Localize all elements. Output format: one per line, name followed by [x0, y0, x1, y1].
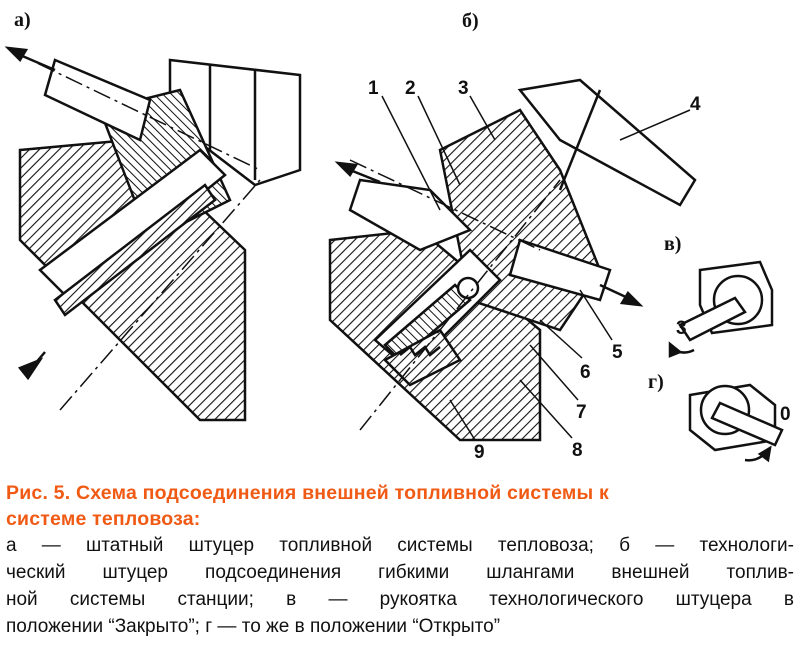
- part-number-4: 4: [690, 94, 701, 115]
- part-number-2: 2: [405, 78, 416, 99]
- part-number-9: 9: [474, 442, 485, 463]
- panel-label-a: а): [14, 9, 31, 31]
- panel-a-standard-fitting: [4, 46, 302, 422]
- caption-title-line-2: системе тепловоза:: [6, 508, 201, 530]
- part-number-6: 6: [580, 362, 591, 383]
- panel-v-handle-closed: [668, 260, 774, 358]
- caption-line: ческий штуцер подсоединения гибкими шлан…: [6, 562, 794, 583]
- fuel-connection-diagram: а) б) 1 2 3 4 5 6 7 8 9: [4, 9, 791, 463]
- panel-label-b: б): [462, 10, 479, 32]
- figure-caption: Рис. 5. Схема подсоединения внешней топл…: [6, 480, 794, 640]
- caption-line: а — штатный штуцер топливной системы теп…: [6, 535, 794, 556]
- handle-position-closed: 3: [676, 318, 687, 339]
- part-number-7: 7: [576, 402, 587, 423]
- panel-label-g: г): [648, 371, 664, 393]
- panel-label-v: в): [664, 233, 681, 255]
- handle-position-open: 0: [780, 404, 791, 425]
- caption-line: положении “Закрыто”; г — то же в положен…: [6, 616, 501, 637]
- part-number-3: 3: [458, 78, 469, 99]
- caption-title-line-1: Рис. 5. Схема подсоединения внешней топл…: [6, 482, 609, 504]
- part-number-8: 8: [572, 440, 583, 461]
- panel-g-handle-open: [688, 383, 784, 463]
- part-number-5: 5: [612, 342, 623, 363]
- part-number-1: 1: [368, 78, 379, 99]
- caption-line: ной системы станции; в — рукоятка технол…: [6, 589, 794, 610]
- panel-b-technological-fitting: [328, 78, 697, 442]
